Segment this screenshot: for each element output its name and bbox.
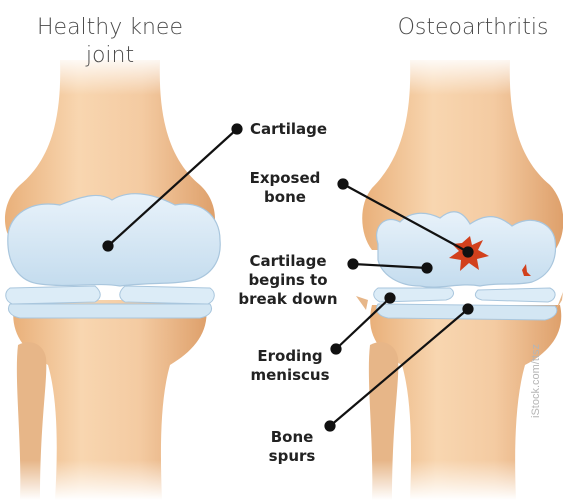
oa-bone-spur: [356, 296, 368, 310]
healthy-meniscus: [6, 286, 101, 304]
pointer-dot: [104, 242, 113, 251]
pointer-dot: [332, 345, 341, 354]
pointer-dot: [349, 260, 358, 269]
label-exposed-bone: Exposed bone: [235, 169, 335, 207]
pointer-dot: [464, 248, 473, 257]
pointer-dot: [464, 305, 473, 314]
pointer-dot: [386, 294, 395, 303]
label-bone-spurs: Bone spurs: [262, 428, 322, 466]
oa-knee: [356, 60, 563, 500]
osteoarthritis-title: Osteoarthritis: [388, 14, 558, 42]
pointer-dot: [423, 264, 432, 273]
healthy-knee: [5, 60, 220, 500]
healthy-meniscus: [120, 286, 215, 304]
pointer-dot: [339, 180, 348, 189]
image-credit: iStock.com/ttsz: [530, 338, 544, 418]
label-eroding-meniscus: Eroding meniscus: [248, 347, 332, 385]
pointer-dot: [326, 422, 335, 431]
healthy-tibia-cartilage: [8, 304, 211, 318]
label-cartilage: Cartilage: [250, 120, 327, 139]
pointer-dot: [233, 125, 242, 134]
healthy-knee-title: Healthy knee joint: [30, 14, 190, 70]
label-cartilage-breakdown: Cartilage begins to break down: [232, 252, 344, 309]
oa-meniscus: [475, 288, 555, 302]
